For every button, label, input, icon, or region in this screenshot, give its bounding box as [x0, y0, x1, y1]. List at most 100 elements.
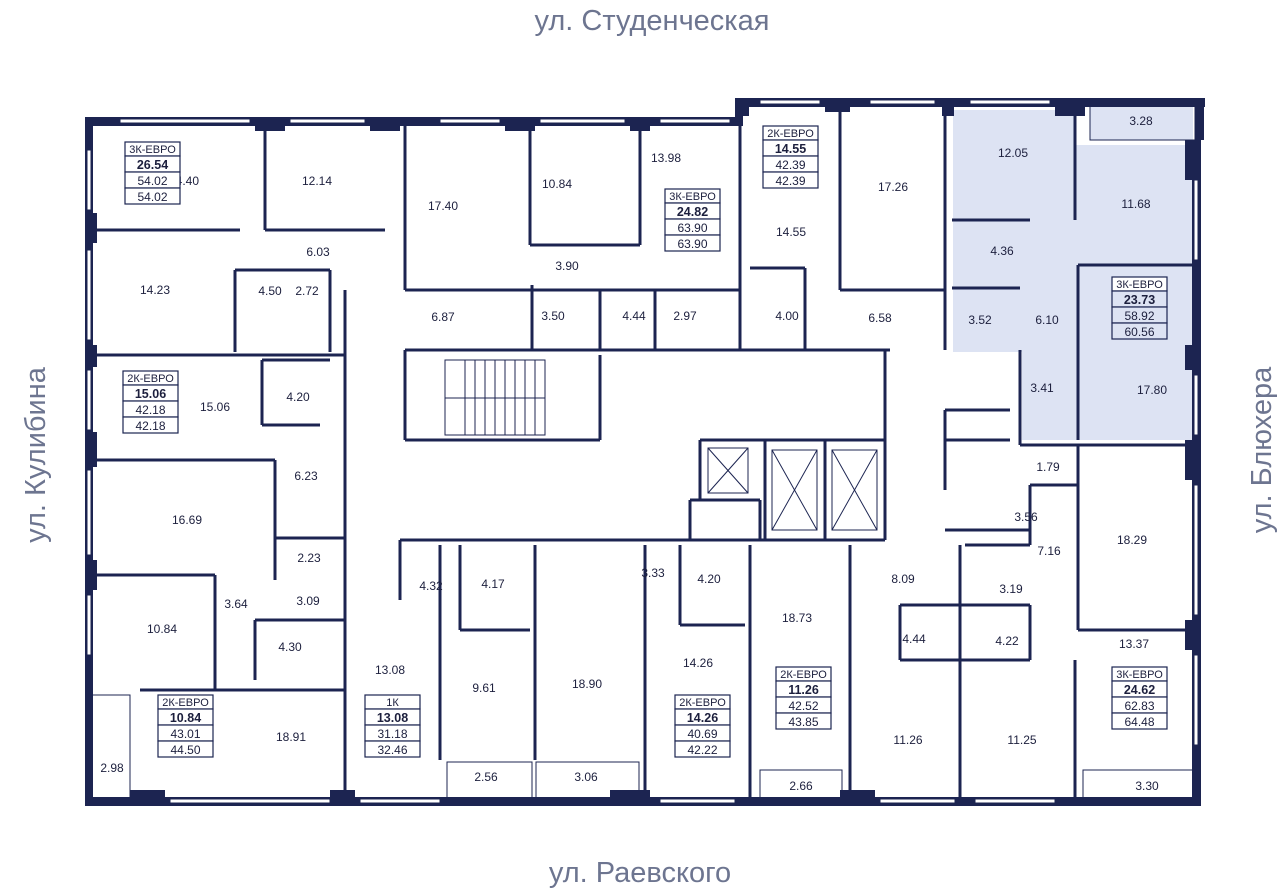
apartment-type: 2К-ЕВРО [780, 669, 827, 681]
room-area-label: 3.90 [555, 259, 579, 273]
apartment-living-area: 13.08 [377, 711, 408, 725]
apartment-total-area: 43.01 [170, 727, 200, 741]
room-area-label: 1.79 [1036, 460, 1060, 474]
room-area-label: 3.64 [224, 597, 248, 611]
apartment-living-area: 14.26 [687, 711, 718, 725]
room-area-label: 18.90 [572, 677, 602, 691]
apartment-total-area-with-balcony: 43.85 [788, 715, 818, 729]
room-area-label: 4.36 [990, 244, 1014, 258]
apartment-type: 2К-ЕВРО [127, 373, 174, 385]
room-area-label: 12.05 [998, 146, 1028, 160]
room-area-label: 2.98 [100, 761, 124, 775]
room-area-label: 11.68 [1121, 197, 1150, 211]
room-area-label: 16.69 [172, 513, 202, 527]
room-area-label: 6.23 [294, 469, 318, 483]
street-top-label: ул. Студенческая [535, 5, 770, 37]
apartment-total-area-with-balcony: 32.46 [377, 743, 407, 757]
apartment-living-area: 26.54 [137, 158, 168, 172]
room-area-label: 4.20 [697, 572, 721, 586]
apartment-total-area: 42.18 [135, 403, 165, 417]
room-area-label: 13.37 [1119, 637, 1149, 651]
room-area-label: 17.26 [878, 180, 908, 194]
apartment-living-area: 24.62 [1124, 683, 1155, 697]
room-area-label: 14.26 [683, 656, 713, 670]
apartment-total-area-with-balcony: 42.18 [135, 419, 165, 433]
balconies [87, 103, 1196, 803]
room-area-label: 2.97 [673, 309, 697, 323]
room-area-label: 9.61 [472, 681, 496, 695]
apartment-badge: 2К-ЕВРО 14.26 40.69 42.22 [674, 694, 731, 758]
room-area-label: 6.87 [431, 310, 455, 324]
room-area-label: 17.40 [428, 199, 458, 213]
apartment-total-area-with-balcony: 42.39 [775, 174, 805, 188]
room-area-label: 2.23 [297, 551, 321, 565]
room-area-label: 6.03 [306, 245, 330, 259]
apartment-type: 3К-ЕВРО [669, 191, 716, 203]
apartment-type: 3К-ЕВРО [1116, 669, 1163, 681]
room-area-label: 4.30 [278, 640, 302, 654]
apartment-living-area: 14.55 [775, 142, 806, 156]
apartment-type: 3К-ЕВРО [129, 144, 176, 156]
room-area-label: 17.80 [1137, 383, 1167, 397]
street-left-label: ул. Кулибина [20, 366, 52, 543]
room-area-label: 4.00 [775, 309, 799, 323]
apartment-living-area: 15.06 [135, 387, 166, 401]
apartment-total-area: 63.90 [677, 221, 707, 235]
room-area-label: 3.28 [1129, 114, 1153, 128]
room-area-label: 4.20 [286, 390, 310, 404]
room-area-label: 14.23 [140, 283, 170, 297]
room-area-label: 2.56 [474, 770, 498, 784]
room-area-label: 14.55 [776, 225, 806, 239]
room-area-label: 7.16 [1037, 544, 1061, 558]
room-area-label: 4.50 [258, 284, 282, 298]
room-area-label: 18.73 [782, 611, 812, 625]
apartment-total-area: 31.18 [377, 727, 407, 741]
room-area-label: 3.50 [541, 309, 565, 323]
room-area-label: 3.33 [641, 566, 665, 580]
room-area-label: 8.09 [891, 572, 915, 586]
apartment-living-area: 24.82 [677, 205, 708, 219]
room-area-label: 4.44 [622, 309, 646, 323]
apartment-type: 2К-ЕВРО [679, 697, 726, 709]
room-area-label: 3.06 [574, 770, 598, 784]
apartment-type: 3К-ЕВРО [1116, 279, 1163, 291]
room-area-label: 4.32 [419, 579, 443, 593]
room-area-label: 13.98 [651, 151, 681, 165]
room-area-label: 3.30 [1135, 779, 1159, 793]
apartment-total-area: 58.92 [1124, 309, 1154, 323]
room-area-label: 4.22 [995, 634, 1019, 648]
apartment-living-area: 23.73 [1124, 293, 1155, 307]
apartment-total-area-with-balcony: 42.22 [687, 743, 717, 757]
apartment-living-area: 11.26 [788, 683, 819, 697]
room-area-label: 10.84 [147, 622, 177, 636]
apartment-badge: 2К-ЕВРО 15.06 42.18 42.18 [122, 370, 179, 434]
room-area-label: 11.25 [1007, 733, 1036, 747]
room-area-label: 12.14 [302, 174, 332, 188]
apartment-total-area: 42.39 [775, 158, 805, 172]
street-right-label: ул. Блюхера [1246, 366, 1278, 533]
apartment-total-area-with-balcony: 63.90 [677, 237, 707, 251]
apartment-badge: 2К-ЕВРО 14.55 42.39 42.39 [762, 125, 819, 189]
apartment-total-area-with-balcony: 64.48 [1124, 715, 1154, 729]
room-area-label: 13.08 [375, 663, 405, 677]
room-area-label: 15.06 [200, 400, 230, 414]
room-area-label: 18.91 [276, 730, 306, 744]
room-area-label: 3.56 [1014, 510, 1038, 524]
room-area-label: 3.52 [968, 313, 992, 327]
room-area-label: 6.58 [868, 311, 892, 325]
apartment-living-area: 10.84 [170, 711, 201, 725]
room-area-label: 3.41 [1030, 381, 1054, 395]
apartment-type: 2К-ЕВРО [767, 128, 814, 140]
apartment-total-area: 40.69 [687, 727, 717, 741]
room-area-label: 11.26 [893, 733, 922, 747]
room-area-label: 3.19 [999, 582, 1023, 596]
apartment-total-area: 62.83 [1124, 699, 1154, 713]
room-area-label: 18.29 [1117, 533, 1147, 547]
room-area-label: 4.17 [481, 577, 505, 591]
